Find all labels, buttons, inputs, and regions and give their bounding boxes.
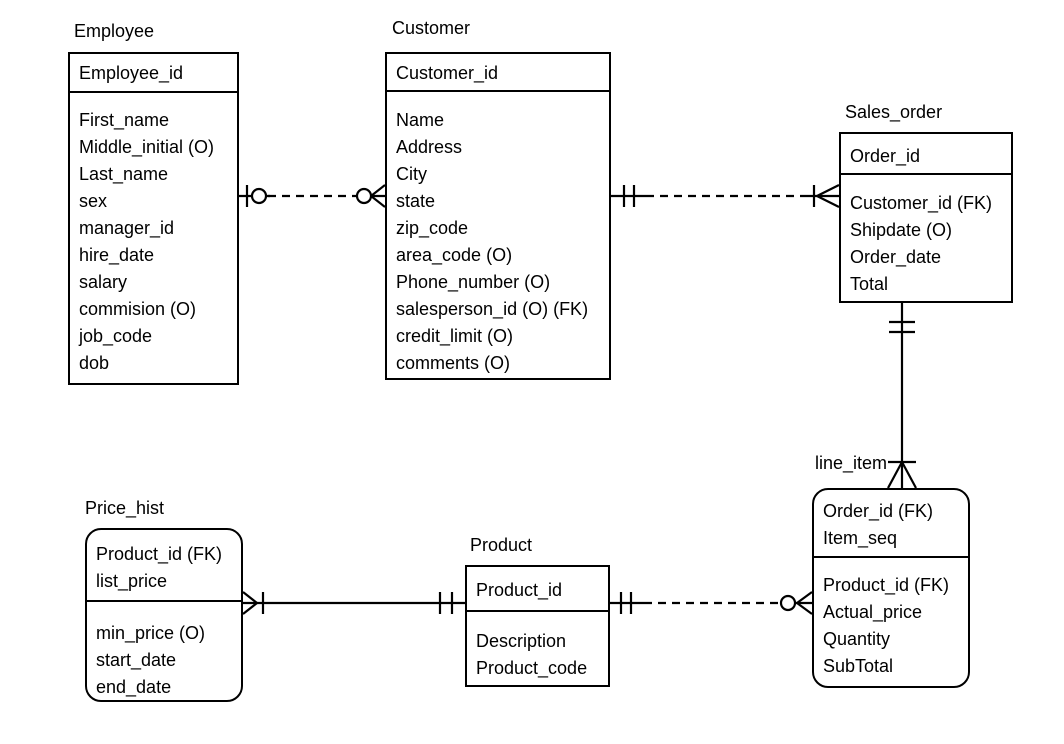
attr-row: job_code [79,326,153,346]
attr-row: Last_name [79,164,169,184]
sales-order-attrs-compartment: Customer_id (FK) Shipdate (O) Order_date… [841,175,1011,298]
crow-foot-icon [796,591,813,615]
customer-attrs-compartment: Name Address City state zip_code area_co… [387,92,609,377]
pk-row: Customer_id [396,63,499,83]
entity-line-item: Order_id (FK) Item_seq Product_id (FK) A… [812,488,970,688]
attr-row: Order_date [850,247,942,267]
attr-row: comments (O) [396,353,511,373]
crow-foot-icon [887,461,917,489]
attr-row: Address [396,137,463,157]
attr-row: Name [396,110,445,130]
attr-row: Customer_id (FK) [850,193,993,213]
attr-row: Product_id (FK) [823,575,950,595]
attr-row: salary [79,272,128,292]
pk-row: list_price [96,571,168,591]
attr-row: min_price (O) [96,623,206,643]
price-hist-pk-compartment: Product_id (FK) list_price [87,530,241,602]
attr-row: Total [850,274,889,294]
employee-pk-compartment: Employee_id [70,54,237,93]
attr-row: Quantity [823,629,891,649]
entity-title-price-hist: Price_hist [85,498,165,518]
attr-row: area_code (O) [396,245,513,265]
attr-row: Product_code [476,658,588,678]
attr-row: manager_id [79,218,175,238]
rel-employee-customer [239,184,386,208]
entity-sales-order: Order_id Customer_id (FK) Shipdate (O) O… [839,132,1013,303]
attr-row: start_date [96,650,177,670]
product-pk-compartment: Product_id [467,567,608,612]
attr-row: zip_code [396,218,469,238]
product-attrs-compartment: Description Product_code [467,612,608,682]
attr-row: SubTotal [823,656,894,676]
attr-row: end_date [96,677,172,697]
employee-attrs-compartment: First_name Middle_initial (O) Last_name … [70,93,237,377]
crow-foot-icon [242,591,258,615]
pk-row: Order_id (FK) [823,501,934,521]
entity-product: Product_id Description Product_code [465,565,610,687]
cardinality-optional-circle-icon [779,594,797,612]
attr-row: Middle_initial (O) [79,137,215,157]
attr-row: City [396,164,427,184]
pk-row: Employee_id [79,63,184,83]
cardinality-optional-circle-icon [250,187,268,205]
attr-row: salesperson_id (O) (FK) [396,299,589,319]
attr-row: Phone_number (O) [396,272,551,292]
crow-foot-icon [370,184,386,208]
attr-row: dob [79,353,110,373]
entity-title-line-item: line_item [815,453,888,473]
rel-price-hist-product [242,591,465,615]
cardinality-optional-circle-icon [355,187,373,205]
crow-foot-icon [816,184,840,208]
attr-row: First_name [79,110,170,130]
price-hist-attrs-compartment: min_price (O) start_date end_date [87,602,241,701]
pk-row: Product_id [476,580,563,600]
attr-row: sex [79,191,108,211]
entity-title-sales-order: Sales_order [845,102,943,122]
pk-row: Product_id (FK) [96,544,223,564]
attr-row: state [396,191,436,211]
entity-customer: Customer_id Name Address City state zip_… [385,52,611,380]
rel-customer-sales-order [611,184,840,208]
entity-employee: Employee_id First_name Middle_initial (O… [68,52,239,385]
rel-product-line-item [610,591,813,615]
line-item-attrs-compartment: Product_id (FK) Actual_price Quantity Su… [814,558,968,680]
entity-title-customer: Customer [392,18,471,38]
attr-row: commision (O) [79,299,197,319]
cardinality-double-bar-icon [619,592,633,614]
cardinality-double-bar-icon [438,592,454,614]
pk-row: Item_seq [823,528,898,548]
line-item-pk-compartment: Order_id (FK) Item_seq [814,490,968,558]
cardinality-double-bar-icon [889,320,915,334]
customer-pk-compartment: Customer_id [387,54,609,92]
cardinality-double-bar-icon [622,185,636,207]
attr-row: Shipdate (O) [850,220,953,240]
attr-row: hire_date [79,245,155,265]
attr-row: Description [476,631,567,651]
sales-order-pk-compartment: Order_id [841,134,1011,175]
attr-row: credit_limit (O) [396,326,514,346]
attr-row: Actual_price [823,602,923,622]
entity-title-employee: Employee [74,21,155,41]
entity-title-product: Product [470,535,533,555]
pk-row: Order_id [850,146,921,166]
rel-sales-order-line-item [887,303,917,489]
entity-price-hist: Product_id (FK) list_price min_price (O)… [85,528,243,702]
